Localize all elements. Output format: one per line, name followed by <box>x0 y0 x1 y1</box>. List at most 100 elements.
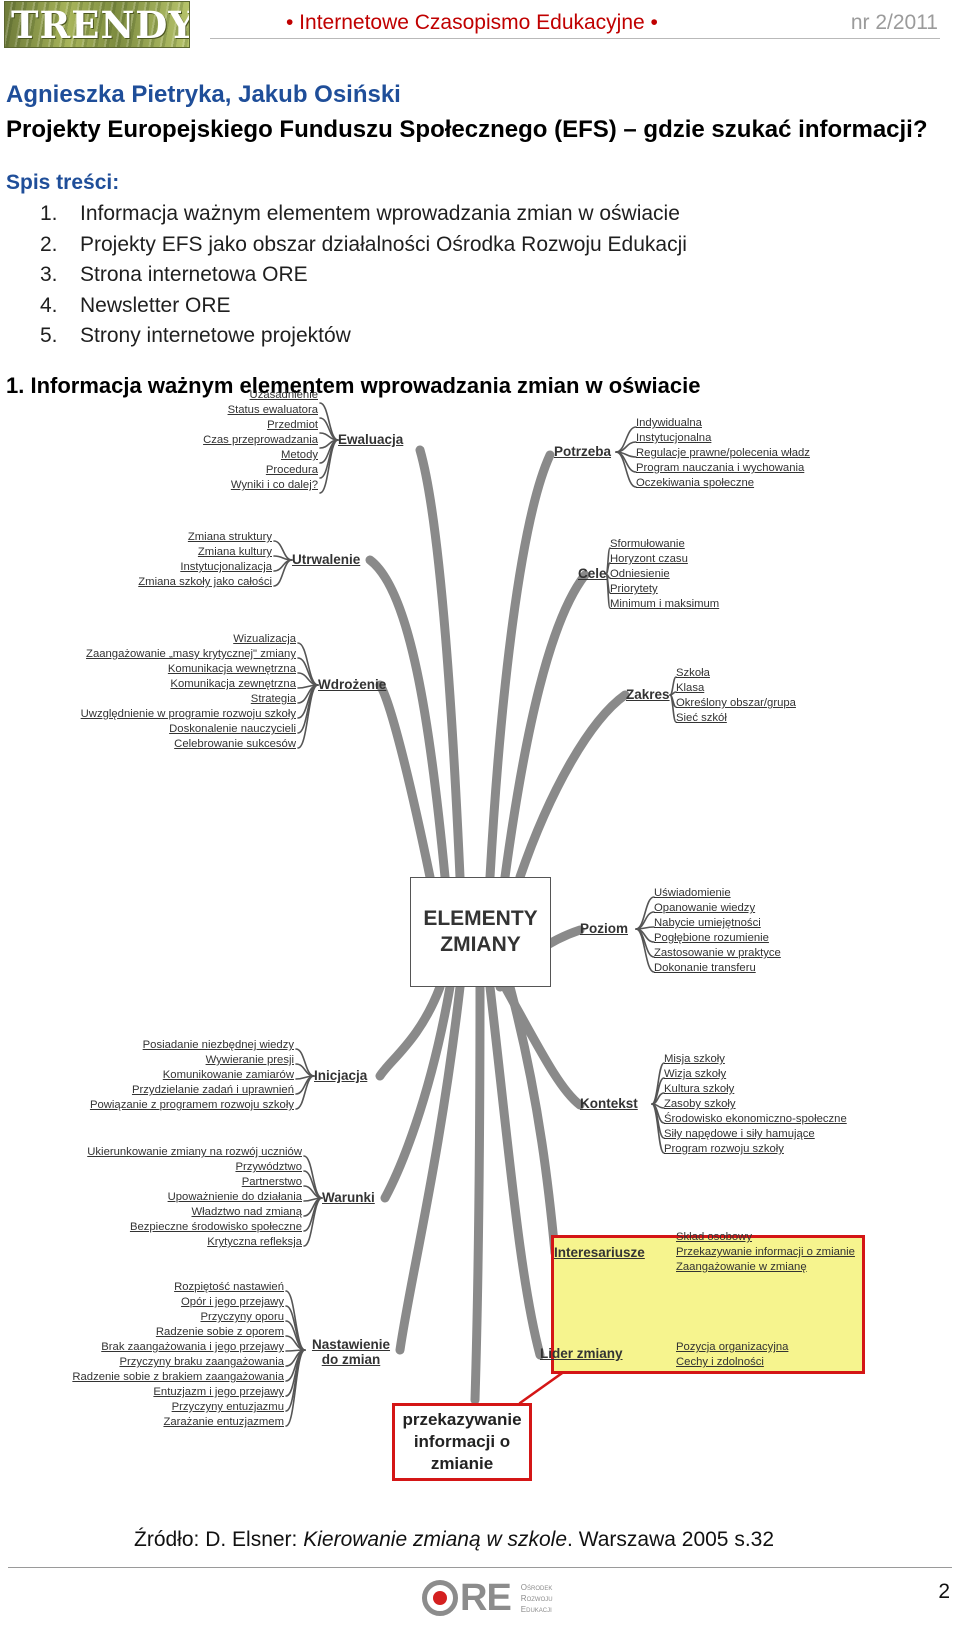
toc-heading: Spis treści: <box>6 171 120 194</box>
toc-item-label: Projekty EFS jako obszar działalności Oś… <box>80 232 687 256</box>
trunk-line <box>375 680 435 882</box>
leaf-item: Zaangażowanie „masy krytycznej" zmiany <box>86 648 296 660</box>
leaf-item: Strategia <box>250 693 296 705</box>
leaf-connector <box>319 432 339 441</box>
leaf-connector <box>273 555 293 561</box>
leaf-item: Opanowanie wiedzy <box>654 902 756 914</box>
leaf-item: Partnerstwo <box>241 1176 302 1188</box>
leaf-connector <box>319 402 339 441</box>
leaf-item: Oczekiwania społeczne <box>636 477 755 489</box>
ore-logo-letters: RE <box>460 1577 512 1619</box>
leaf-item: Wyniki i co dalej? <box>230 479 318 491</box>
leaf-item: Pogłębione rozumienie <box>654 932 769 944</box>
leaf-item: Dokonanie transferu <box>654 962 756 974</box>
ore-logo-words: Ośrodek Rozwoju Edukacji <box>521 1582 553 1615</box>
leaf-item: Doskonalenie nauczycieli <box>169 723 296 735</box>
leaf-connector <box>615 426 637 453</box>
leaf-list: Zmiana struktury Zmiana kultury Instytuc… <box>138 530 272 590</box>
leaf-item: Minimum i maksimum <box>610 598 720 610</box>
branch-label: Kontekst <box>580 1096 638 1111</box>
logo-grass-texture <box>5 2 189 47</box>
leaf-item: Wizualizacja <box>233 633 296 645</box>
trunk-line <box>515 690 630 882</box>
leaf-item: Komunikacja wewnętrzna <box>167 663 296 675</box>
leaf-item: Przydzielanie zadań i uprawnień <box>131 1084 294 1096</box>
page-number: 2 <box>938 1580 950 1603</box>
leaf-item: Określony obszar/grupa <box>676 697 796 709</box>
leaf-item: Celebrowanie sukcesów <box>174 738 296 750</box>
trunk-line <box>485 450 555 882</box>
leaf-item: Wywieranie presji <box>205 1054 294 1066</box>
toc-item: 5. Strony internetowe projektów <box>40 321 687 352</box>
leaf-item: Uzasadnienie <box>249 389 318 401</box>
leaf-connector <box>319 439 339 494</box>
toc-item-number: 5. <box>40 324 58 347</box>
leaf-list: Szkoła Klasa Określony obszar/grupa Sieć… <box>676 666 796 726</box>
table-of-contents: 1.Informacja ważnym elementem wprowadzan… <box>40 199 687 352</box>
leaf-item: Instytucjonalna <box>636 432 712 444</box>
leaf-item: Bezpieczne środowisko społeczne <box>129 1221 302 1233</box>
trunk-line <box>375 982 445 1081</box>
source-book-title: Kierowanie zmianą w szkole <box>303 1528 568 1551</box>
leaf-item: Sformułowanie <box>610 538 685 550</box>
leaf-item: Metody <box>280 449 318 461</box>
leaf-connector <box>319 439 339 479</box>
branch-label: Warunki <box>322 1190 375 1205</box>
trunk-line <box>415 445 465 882</box>
leaf-item: Upoważnienie do działania <box>167 1191 302 1203</box>
leaf-item: Posiadanie niezbędnej wiedzy <box>142 1039 294 1051</box>
source-suffix: . Warszawa 2005 s.32 <box>567 1528 775 1551</box>
leaf-item: Środowisko ekonomiczno-społeczne <box>664 1113 847 1125</box>
trunk-line <box>500 570 590 882</box>
toc-item: 1.Informacja ważnym elementem wprowadzan… <box>40 199 687 230</box>
leaf-list: Posiadanie niezbędnej wiedzy Wywieranie … <box>90 1038 294 1113</box>
leaf-item: Odniesienie <box>610 568 670 580</box>
leaf-item: Misja szkoły <box>664 1053 725 1065</box>
journal-title: • Internetowe Czasopismo Edukacyjne • <box>286 11 658 34</box>
branch-label: Utrwalenie <box>292 552 361 567</box>
leaf-connector <box>615 451 637 488</box>
highlight-box-interesariusze <box>551 1235 865 1374</box>
leaf-item: Zarażanie entuzjazmem <box>163 1416 284 1428</box>
figure-source: Źródło: D. Elsner: Kierowanie zmianą w s… <box>134 1526 774 1554</box>
leaf-item: Siły napędowe i siły hamujące <box>664 1128 815 1140</box>
trunk-line <box>505 982 560 1258</box>
leaf-item: Horyzont czasu <box>610 553 688 565</box>
trunk-line <box>380 982 455 1203</box>
article-title: Projekty Europejskiego Funduszu Społeczn… <box>6 116 928 143</box>
leaf-item: Przedmiot <box>267 419 318 431</box>
leaf-item: Komunikacja zewnętrzna <box>170 678 296 690</box>
leaf-list: Skład osobowy Przekazywanie informacji o… <box>676 1230 855 1275</box>
leaf-item: Nabycie umiejętności <box>654 917 761 929</box>
leaf-list: Misja szkoły Wizja szkoły Kultura szkoły… <box>664 1052 847 1157</box>
leaf-item: Przekazywanie informacji o zmianie <box>676 1246 855 1258</box>
toc-item-label: Strony internetowe projektów <box>80 324 351 347</box>
leaf-item: Klasa <box>676 682 705 694</box>
leaf-item: Przywództwo <box>235 1161 302 1173</box>
leaf-connector <box>297 684 319 734</box>
leaf-item: Procedura <box>265 464 318 476</box>
leaf-item: Zastosowanie w praktyce <box>654 947 781 959</box>
leaf-item: Uwzględnienie w programie rozwoju szkoły <box>80 708 296 720</box>
toc-item-number: 3. <box>40 263 58 286</box>
leaf-item: Radzenie sobie z brakiem zaangażowania <box>72 1371 284 1383</box>
leaf-item: Kultura szkoły <box>664 1083 735 1095</box>
trunk-line <box>470 982 485 1405</box>
ore-logo-word: Ośrodek <box>520 1582 553 1592</box>
leaf-item: Zmiana kultury <box>197 546 272 558</box>
ore-logo: RE Ośrodek Rozwoju Edukacji <box>422 1578 553 1618</box>
trunk-line <box>365 555 450 882</box>
toc-item: 2.Projekty EFS jako obszar działalności … <box>40 230 687 261</box>
leaf-connector <box>605 573 611 609</box>
leaf-item: Czas przeprowadzania <box>203 434 318 446</box>
toc-item: 3.Strona internetowa ORE <box>40 260 687 291</box>
branch-label: Interesariusze <box>554 1245 645 1260</box>
leaf-item: Zasoby szkoły <box>664 1098 736 1110</box>
leaf-list: Indywidualna Instytucjonalna Regulacje p… <box>636 416 810 491</box>
branch-label: Inicjacja <box>314 1068 368 1083</box>
ore-logo-dot <box>433 1591 447 1605</box>
leaf-connector <box>285 1290 306 1351</box>
leaf-item: Brak zaangażowania i jego przejawy <box>101 1341 284 1353</box>
leaf-item: Opór i jego przejawy <box>181 1296 284 1308</box>
leaf-item: Skład osobowy <box>676 1231 752 1243</box>
